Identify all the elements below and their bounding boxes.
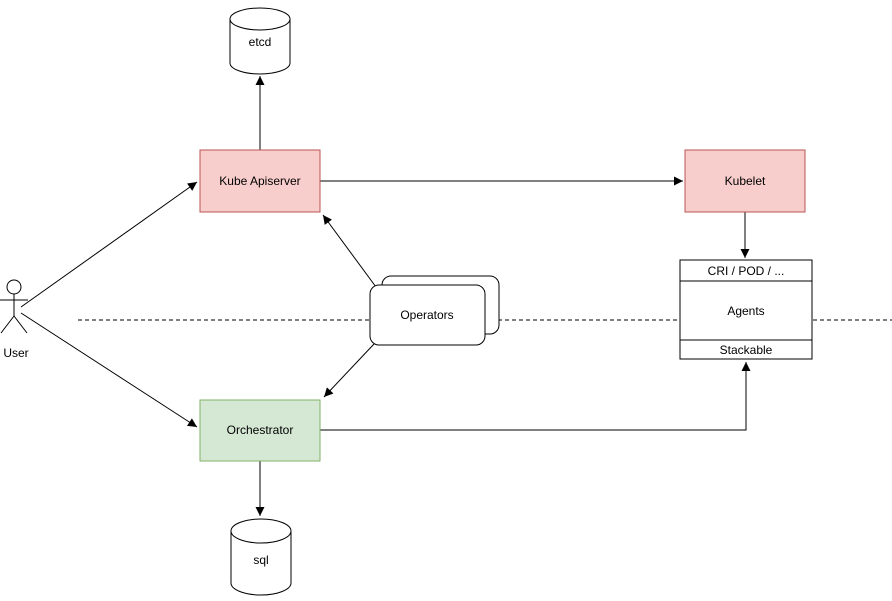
kube-apiserver-box <box>199 149 321 213</box>
user-label: User <box>3 346 28 360</box>
operators-label: Operators <box>400 308 453 322</box>
actor-leg-left <box>0 315 15 334</box>
sql-cylinder-body <box>230 518 292 596</box>
etcd-cylinder-body <box>229 7 291 75</box>
orchestrator-node: Orchestrator <box>199 399 321 462</box>
edge-operators-to-orchestrator <box>323 343 375 398</box>
agents-stack-box <box>679 259 813 360</box>
edge-orchestrator-to-agents <box>320 362 751 431</box>
kube-apiserver-label: Kube Apiserver <box>219 174 300 188</box>
actor-head <box>6 279 22 295</box>
kube-apiserver-node: Kube Apiserver <box>199 149 321 213</box>
kubelet-node: Kubelet <box>684 149 806 213</box>
sql-cylinder-top <box>230 530 292 544</box>
operators-node: Operators <box>369 275 500 346</box>
agents-label: Agents <box>727 304 764 318</box>
kubelet-label: Kubelet <box>725 174 766 188</box>
user-actor: User <box>0 279 29 360</box>
actor-leg-right <box>13 315 28 334</box>
stackable-label: Stackable <box>720 343 773 357</box>
cri-pod-label: CRI / POD / ... <box>708 264 785 278</box>
edge-operators-to-apiserver <box>322 214 377 288</box>
etcd-database-shape: etcd <box>229 7 291 75</box>
etcd-label: etcd <box>249 35 272 49</box>
orchestrator-label: Orchestrator <box>227 423 294 437</box>
agents-stack-node: CRI / POD / ... Agents Stackable <box>679 259 813 360</box>
sql-label: sql <box>253 553 268 567</box>
sql-database-shape: sql <box>230 518 292 596</box>
kubelet-box <box>684 149 806 213</box>
etcd-cylinder-top <box>229 18 291 31</box>
edge-user-to-orchestrator <box>20 312 198 428</box>
operators-box-front <box>369 284 486 346</box>
orchestrator-box <box>199 399 321 462</box>
edge-user-to-apiserver <box>20 181 198 308</box>
